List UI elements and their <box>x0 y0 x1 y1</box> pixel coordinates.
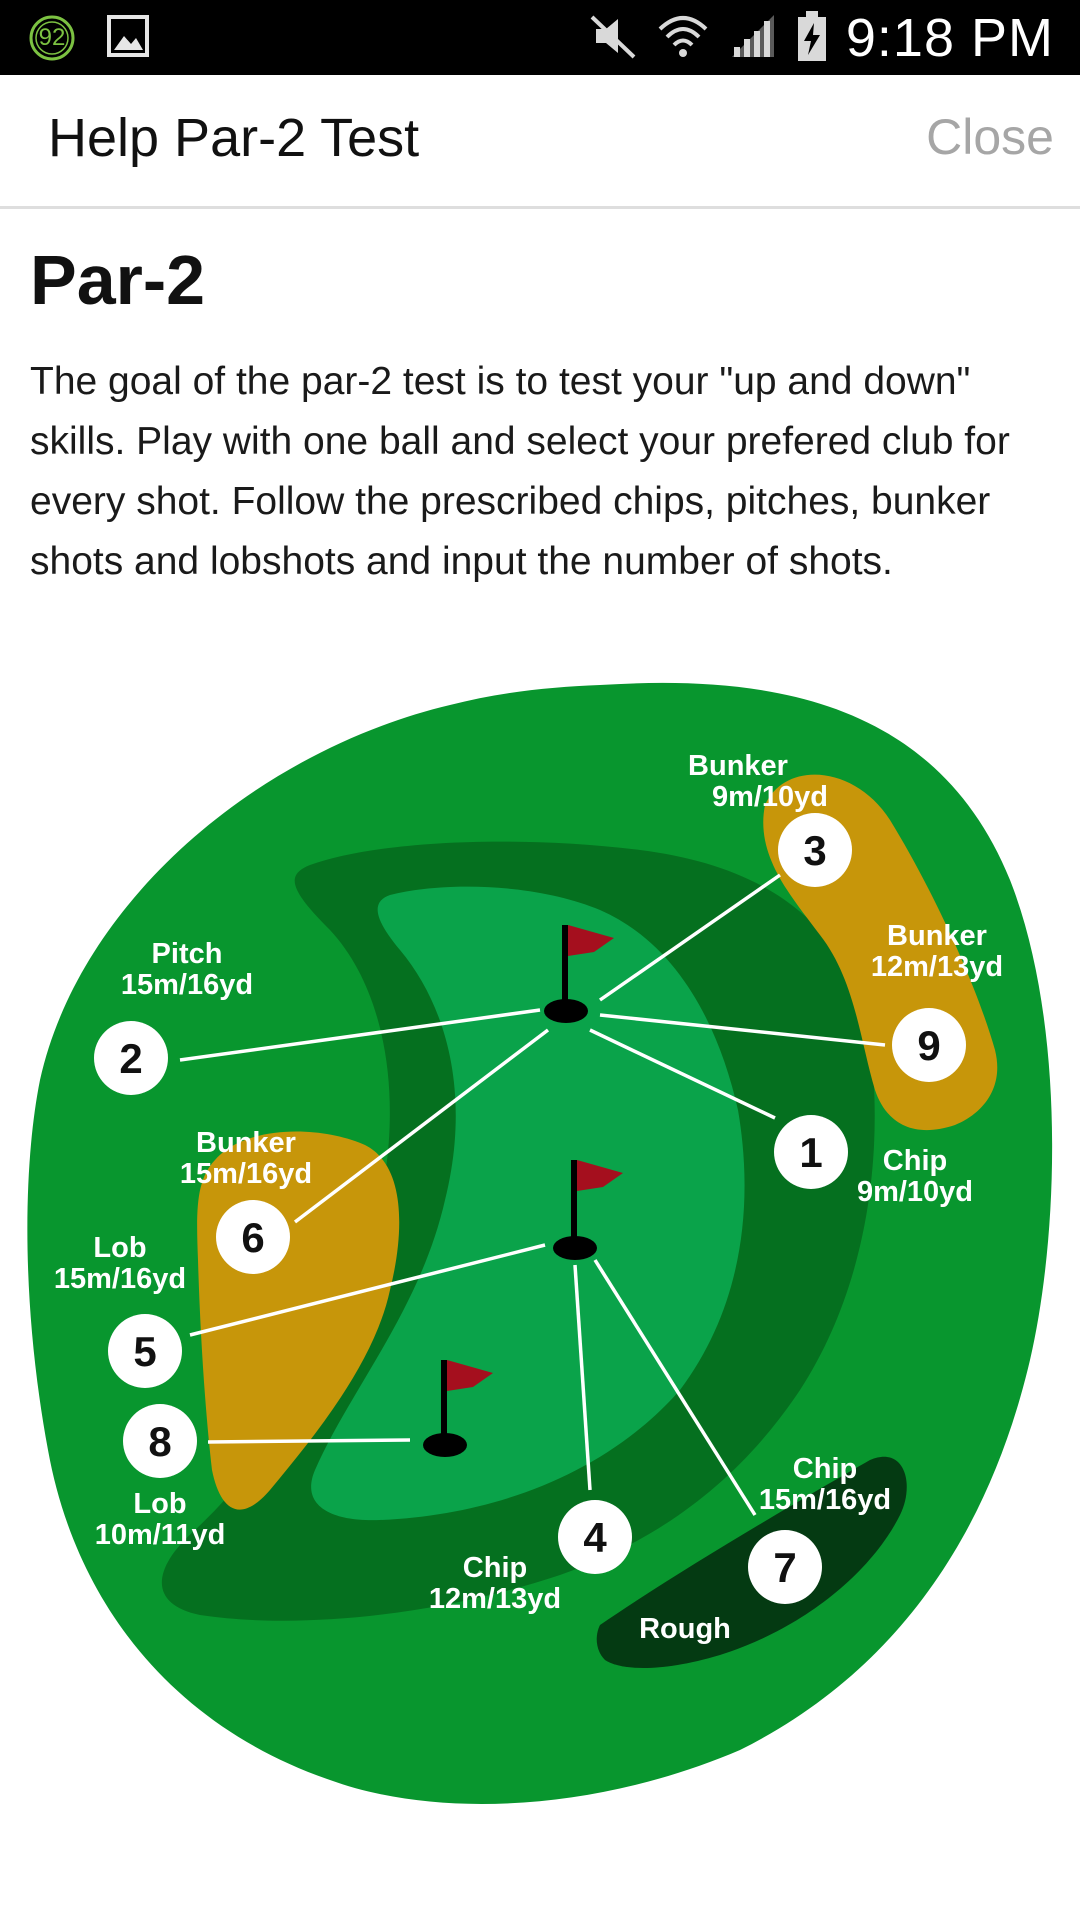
notification-92-icon: 92 <box>28 14 76 62</box>
station-number: 8 <box>148 1418 171 1465</box>
putting-green-area <box>311 886 745 1521</box>
station-7: 7 <box>748 1530 822 1604</box>
station-6-distance: 15m/16yd <box>180 1158 312 1190</box>
station-3-distance: 9m/10yd <box>712 781 828 813</box>
app-bar: Help Par-2 Test Close <box>0 75 1080 209</box>
station-6-type: Bunker <box>196 1127 296 1159</box>
station-5-type: Lob <box>93 1232 146 1264</box>
notification-badge-count: 92 <box>38 24 66 51</box>
status-time: 9:18 PM <box>845 8 1054 68</box>
shot-lines <box>179 873 886 1516</box>
station-5: 5 <box>108 1314 182 1388</box>
station-9: 9 <box>892 1008 966 1082</box>
station-3-type: Bunker <box>688 750 788 782</box>
close-button[interactable]: Close <box>926 109 1054 165</box>
station-number: 6 <box>241 1214 264 1261</box>
station-number: 1 <box>799 1129 822 1176</box>
station-1-distance: 9m/10yd <box>857 1176 973 1208</box>
station-7-distance: 15m/16yd <box>759 1484 891 1516</box>
page-title: Help Par-2 Test <box>48 108 420 168</box>
par2-course-diagram: 3 2 9 1 6 5 8 4 7 Bunker 9m/10yd Pitch 1… <box>27 682 1053 1804</box>
station-number: 2 <box>119 1035 142 1082</box>
status-bar: 92 <box>0 0 1080 75</box>
help-content: Par-2 The goal of the par-2 test is to t… <box>30 240 1050 592</box>
station-2: 2 <box>94 1021 168 1095</box>
station-1-type: Chip <box>883 1145 947 1177</box>
station-9-distance: 12m/13yd <box>871 951 1003 983</box>
station-1: 1 <box>774 1115 848 1189</box>
mute-icon <box>588 11 638 66</box>
station-number: 4 <box>583 1514 607 1561</box>
image-icon <box>106 14 150 63</box>
station-number: 7 <box>773 1544 796 1591</box>
rough-label: Rough <box>639 1613 731 1645</box>
wifi-icon <box>656 9 710 68</box>
station-4: 4 <box>558 1500 632 1574</box>
station-8-type: Lob <box>133 1488 186 1520</box>
flag-pin-middle <box>553 1160 623 1260</box>
description-text: The goal of the par-2 test is to test yo… <box>30 360 1010 583</box>
station-2-type: Pitch <box>152 938 223 970</box>
section-heading: Par-2 <box>30 241 206 319</box>
station-number: 5 <box>133 1328 156 1375</box>
station-9-type: Bunker <box>887 920 987 952</box>
station-number: 9 <box>917 1022 940 1069</box>
flag-pin-bottom <box>423 1360 493 1457</box>
station-8-distance: 10m/11yd <box>95 1519 226 1551</box>
station-7-type: Chip <box>793 1453 857 1485</box>
station-4-distance: 12m/13yd <box>429 1583 561 1615</box>
station-8: 8 <box>123 1404 197 1478</box>
station-5-distance: 15m/16yd <box>54 1263 186 1295</box>
station-3: 3 <box>778 813 852 887</box>
station-2-distance: 15m/16yd <box>121 969 253 1001</box>
signal-icon <box>728 11 778 66</box>
battery-charging-icon <box>796 9 828 68</box>
station-number: 3 <box>803 827 826 874</box>
station-6: 6 <box>216 1200 290 1274</box>
flag-pin-top <box>544 925 614 1023</box>
station-4-type: Chip <box>463 1552 527 1584</box>
